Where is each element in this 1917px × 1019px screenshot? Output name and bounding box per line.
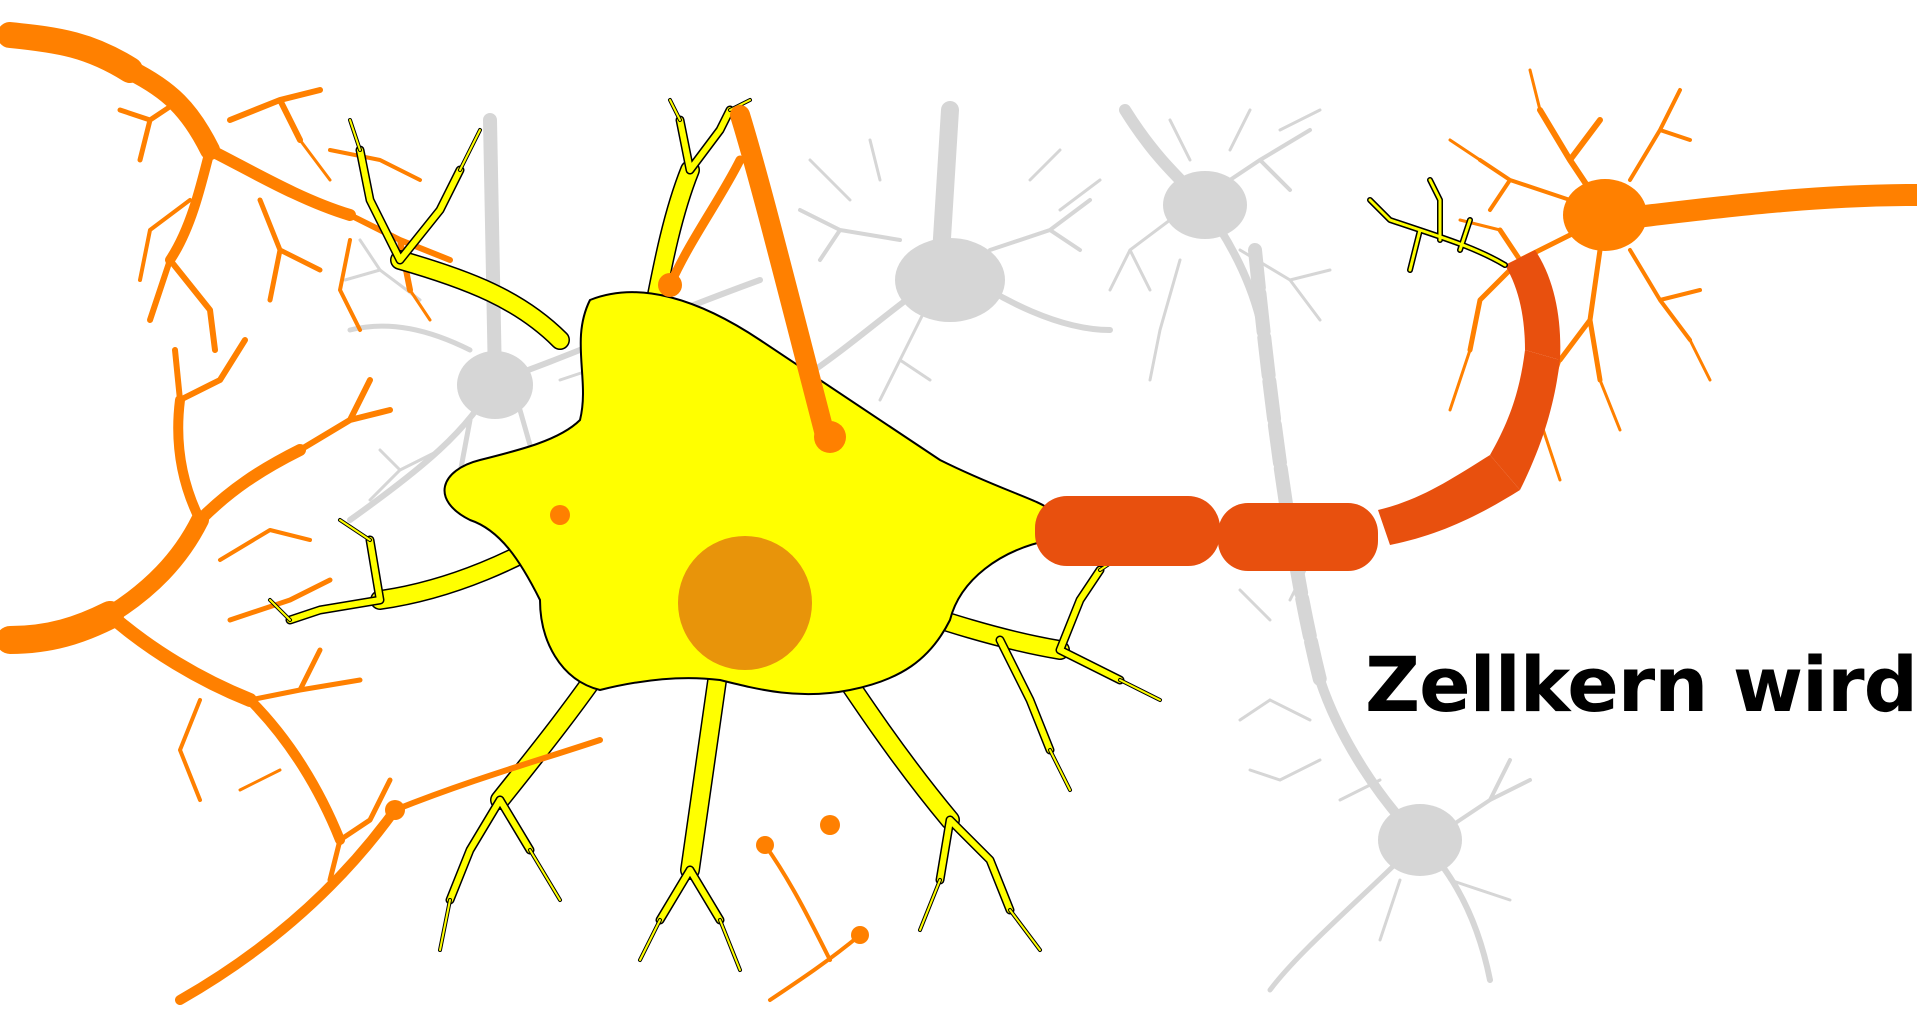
caption-text: Zellkern wird a	[1365, 640, 1917, 729]
